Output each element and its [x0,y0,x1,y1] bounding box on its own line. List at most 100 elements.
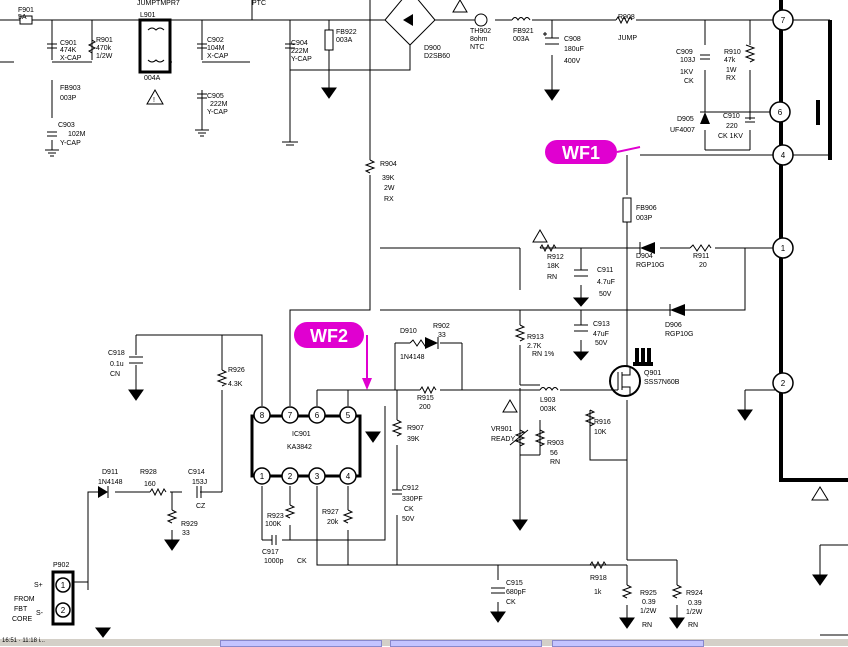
label-p902-splus: S+ [34,582,43,589]
svg-text:6: 6 [315,411,320,420]
label-r904-v1: 39K [382,175,395,182]
label-fb921: FB921 [513,28,534,35]
label-r904-v3: RX [384,196,394,203]
callout-wf1: WF1 [545,140,641,164]
caution-icon [146,88,164,105]
label-r924-v3: RN [688,622,698,629]
label-r913-v1: 2.7K [527,343,542,350]
label-r925-v1: 0.39 [642,599,656,606]
ic901-pin-1: 1 [253,467,271,485]
label-ic901-val: KA3842 [287,444,312,451]
label-d905-val: UF4007 [670,127,695,134]
svg-text:2: 2 [61,606,66,615]
label-d904: D904 [636,253,653,260]
label-c901: C901 [60,40,77,47]
transformer-pin-4: 4 [772,144,794,166]
label-r910-v2: 1W [726,67,737,74]
label-c908-v2: 400V [564,58,581,65]
label-fb906: FB906 [636,205,657,212]
label-c904-v2: Y-CAP [291,56,312,63]
label-c902: C902 [207,37,224,44]
svg-text:2: 2 [288,472,293,481]
label-l901: L901 [140,12,156,19]
label-vr901-val: READY [491,436,515,443]
label-fb921-val: 003A [513,36,530,43]
svg-text:!: ! [153,97,155,104]
label-r928-val: 160 [144,481,156,488]
label-r924-v2: 1/2W [686,609,703,616]
taskbar-button[interactable] [552,640,704,647]
label-c915-v2: CK [506,599,516,606]
label-l901-top: JUMPTMPR7 [137,0,180,7]
label-c905: C905 [207,93,224,100]
label-r913: R913 [527,334,544,341]
label-c913: C913 [593,321,610,328]
label-c914-v2: CZ [196,503,206,510]
label-r908: R908 [618,14,635,21]
label-r907: R907 [407,425,424,432]
taskbar-button[interactable] [390,640,542,647]
label-d911: D911 [102,469,118,476]
label-fb903: FB903 [60,85,81,92]
label-d910: D910 [400,328,417,335]
label-c909-v1: 103J [680,57,695,64]
label-r912: R912 [547,254,564,261]
svg-text:WF2: WF2 [310,326,348,346]
label-r928: R928 [140,469,157,476]
svg-text:7: 7 [781,16,786,25]
label-fb902-val: 003A [336,37,353,44]
svg-text:4: 4 [346,472,351,481]
svg-text:6: 6 [778,108,783,117]
label-c912-v2: CK [404,506,414,513]
svg-text:5: 5 [346,411,351,420]
ic901-pin-3: 3 [308,467,326,485]
label-r915: R915 [417,395,434,402]
label-r924-v1: 0.39 [688,600,702,607]
label-fb903-val: 003P [60,95,77,102]
label-r903: R903 [547,440,564,447]
svg-text:1: 1 [61,581,66,590]
label-r913-v2: RN 1% [532,351,554,358]
label-c912-v3: 50V [402,516,415,523]
svg-text:3: 3 [315,472,320,481]
label-d906: D906 [665,322,682,329]
label-c915-v1: 680pF [506,589,526,596]
label-c908-v1: 180uF [564,46,584,53]
label-fb902: FB922 [336,29,357,36]
svg-text:1: 1 [260,472,265,481]
ic901-pin-5: 5 [339,406,357,424]
label-c904: C904 [291,40,308,47]
ic901-pin-2: 2 [281,467,299,485]
taskbar-text: 16:51 · 11:18 i... [2,638,45,644]
label-c913-v2: 50V [595,340,608,347]
label-p902-core: CORE [12,616,33,623]
label-c909-v3: CK [684,78,694,85]
label-th902: TH902 [470,28,491,35]
label-r911: R911 [693,253,709,260]
components: ! [19,0,829,626]
ic901-pin-6: 6 [308,406,326,424]
p902-pin-2: 2 [55,602,71,618]
label-th902-v1: 8ohm [470,36,488,43]
label-d911-val: 1N4148 [98,479,123,486]
label-r912-v2: RN [547,274,557,281]
label-q901-val: SSS7N60B [644,379,680,386]
svg-text:1: 1 [781,244,786,253]
label-r904: R904 [380,161,397,168]
label-r902-val: 33 [438,332,446,339]
label-r929: R929 [181,521,198,528]
label-c914-v1: 153J [192,479,207,486]
label-r901-v2: 1/2W [96,53,113,60]
label-c918: C918 [108,350,125,357]
label-d900: D900 [424,45,441,52]
label-r904-v2: 2W [384,185,395,192]
component-labels: F901 5A C901 474K X-CAP R901 470k 1/2W J… [12,0,743,629]
label-r910: R910 [724,49,741,56]
label-c909: C909 [676,49,693,56]
taskbar-button[interactable] [220,640,382,647]
label-r915-val: 200 [419,404,431,411]
label-c912-v1: 330PF [402,496,423,503]
label-c901-v2: X-CAP [60,55,82,62]
